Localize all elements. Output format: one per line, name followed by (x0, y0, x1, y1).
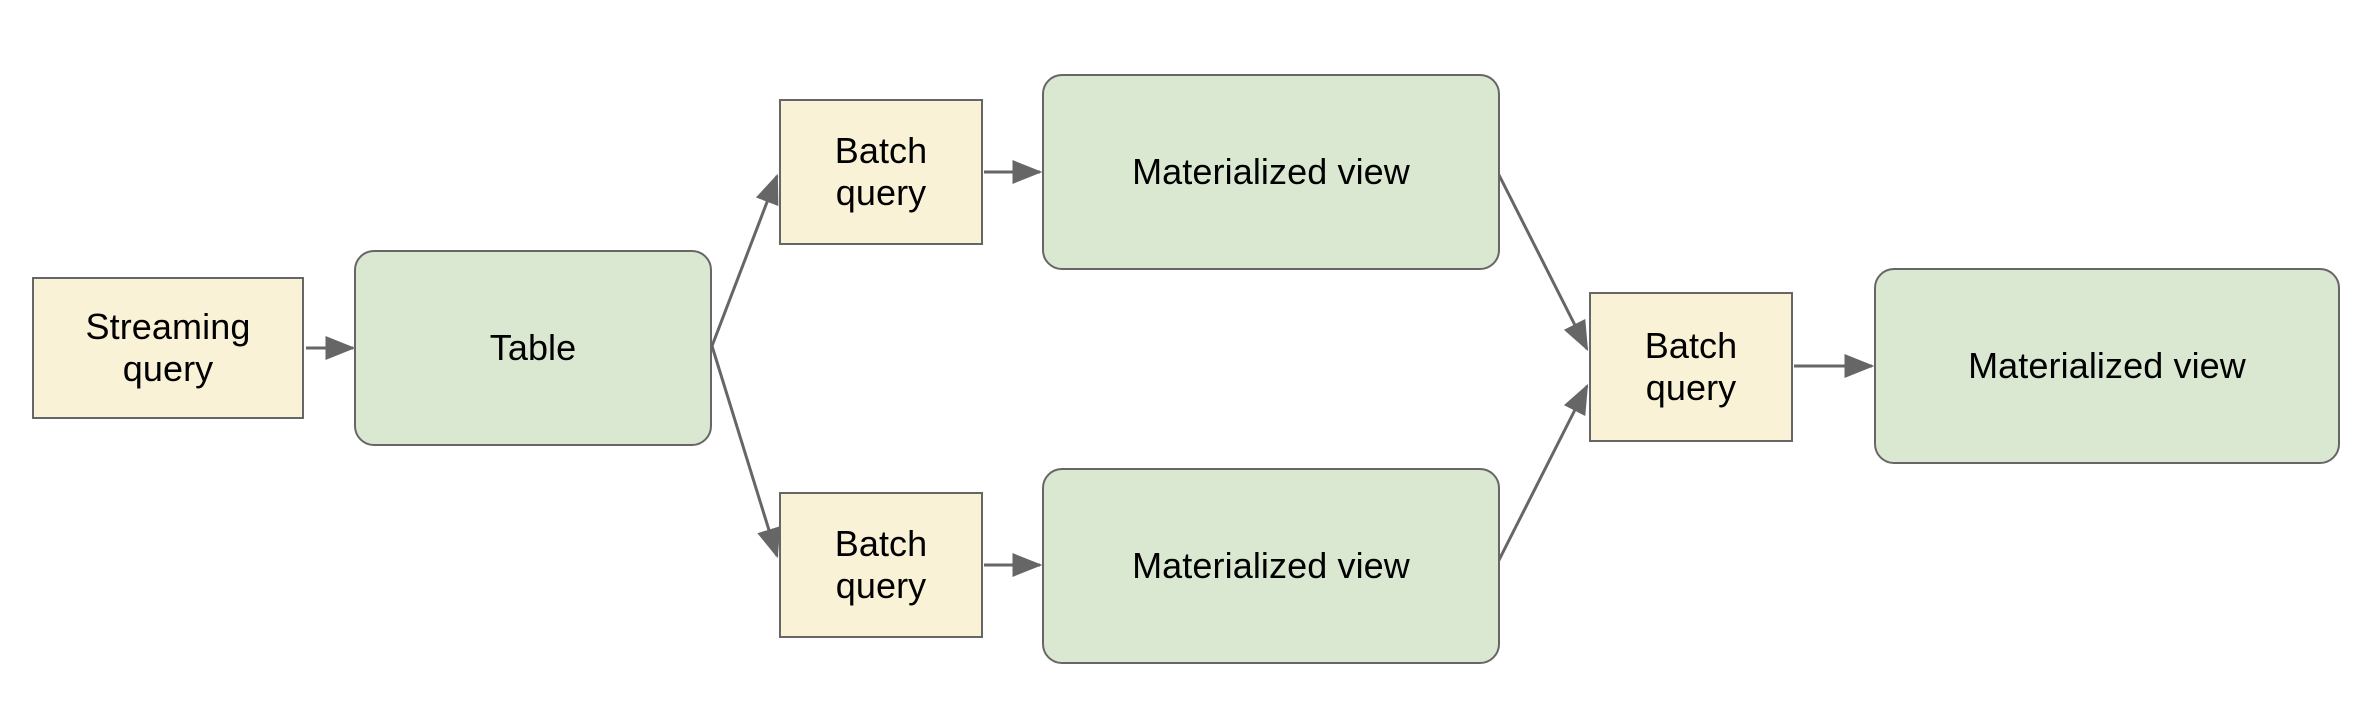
edge-table-to-batch-query-bottom (710, 345, 781, 559)
node-batch-query-bottom[interactable]: Batch query (779, 492, 983, 638)
edge-materialized-view-top-to-batch-query-right (1496, 172, 1589, 352)
node-materialized-view-bottom[interactable]: Materialized view (1042, 468, 1500, 664)
node-label: Streaming query (85, 305, 251, 389)
node-label: Materialized view (1132, 544, 1410, 586)
edge-materialized-view-bottom-to-batch-query-right (1496, 383, 1589, 563)
node-label: Table (489, 326, 577, 368)
node-batch-query-top[interactable]: Batch query (779, 99, 983, 245)
node-table[interactable]: Table (354, 250, 712, 446)
node-label: Batch query (1644, 324, 1738, 408)
node-materialized-view-top[interactable]: Materialized view (1042, 74, 1500, 270)
node-materialized-view-right[interactable]: Materialized view (1874, 268, 2340, 464)
node-streaming-query[interactable]: Streaming query (32, 277, 304, 419)
node-label: Batch query (834, 129, 928, 213)
edge-table-to-batch-query-top (710, 173, 779, 347)
node-label: Materialized view (1968, 344, 2246, 386)
node-batch-query-right[interactable]: Batch query (1589, 292, 1793, 442)
node-label: Batch query (834, 522, 928, 606)
node-label: Materialized view (1132, 150, 1410, 192)
